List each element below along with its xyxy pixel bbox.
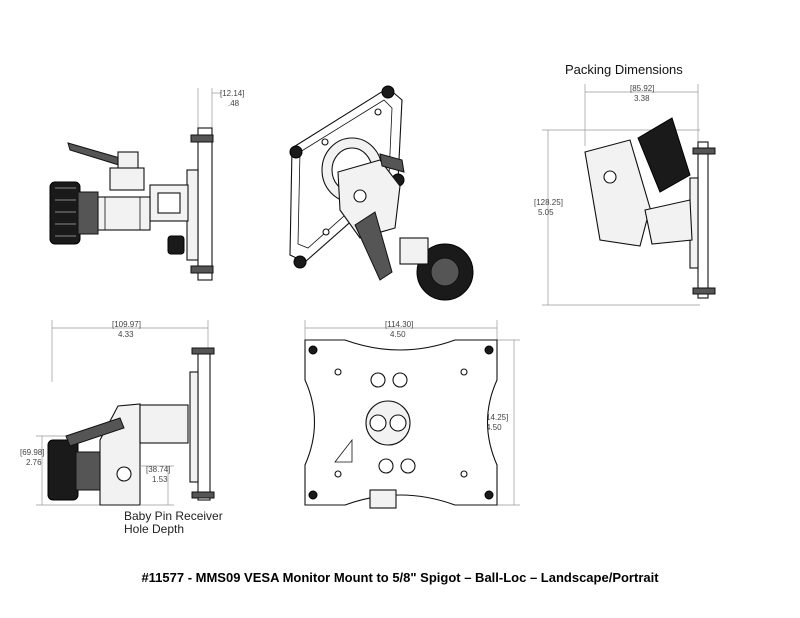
dim-pack-height-metric: [128.25]: [534, 198, 563, 207]
dim-pin-depth-metric: [38.74]: [146, 465, 170, 474]
packing-view: Packing Dimensions [85.92] 3.38 [128.25]…: [534, 62, 716, 306]
front-plate-view: [114.30] 4.50 [114.25] 4.50: [304, 320, 520, 509]
isometric-view: [289, 85, 474, 301]
dim-side-height-imperial: 2.76: [26, 458, 42, 467]
dim-side-height-metric: [69.98]: [20, 448, 44, 457]
dim-plate-height-imperial: 4.50: [486, 423, 502, 432]
dim-pack-width-imperial: 3.38: [634, 94, 650, 103]
drawing-title: #11577 - MMS09 VESA Monitor Mount to 5/8…: [141, 570, 659, 585]
packing-heading: Packing Dimensions: [565, 62, 683, 77]
pin-note-line1: Baby Pin Receiver: [124, 509, 223, 523]
side-view-top: [12.14] .48: [49, 88, 244, 281]
pin-note-line2: Hole Depth: [124, 522, 184, 536]
dim-pack-width-metric: [85.92]: [630, 84, 654, 93]
dim-pin-depth-imperial: 1.53: [152, 475, 168, 484]
dim-plate-width-imperial: 4.50: [390, 330, 406, 339]
dim-thickness-imperial: .48: [228, 99, 240, 108]
dim-pack-height-imperial: 5.05: [538, 208, 554, 217]
dim-side-depth-metric: [109.97]: [112, 320, 141, 329]
dim-plate-height-metric: [114.25]: [480, 413, 508, 422]
dim-thickness-metric: [12.14]: [220, 89, 244, 98]
dim-plate-width-metric: [114.30]: [385, 320, 413, 329]
dim-side-depth-imperial: 4.33: [118, 330, 134, 339]
side-view-bottom: [109.97] 4.33 [69.98] 2.76 [38.74] 1.53 …: [20, 320, 223, 536]
